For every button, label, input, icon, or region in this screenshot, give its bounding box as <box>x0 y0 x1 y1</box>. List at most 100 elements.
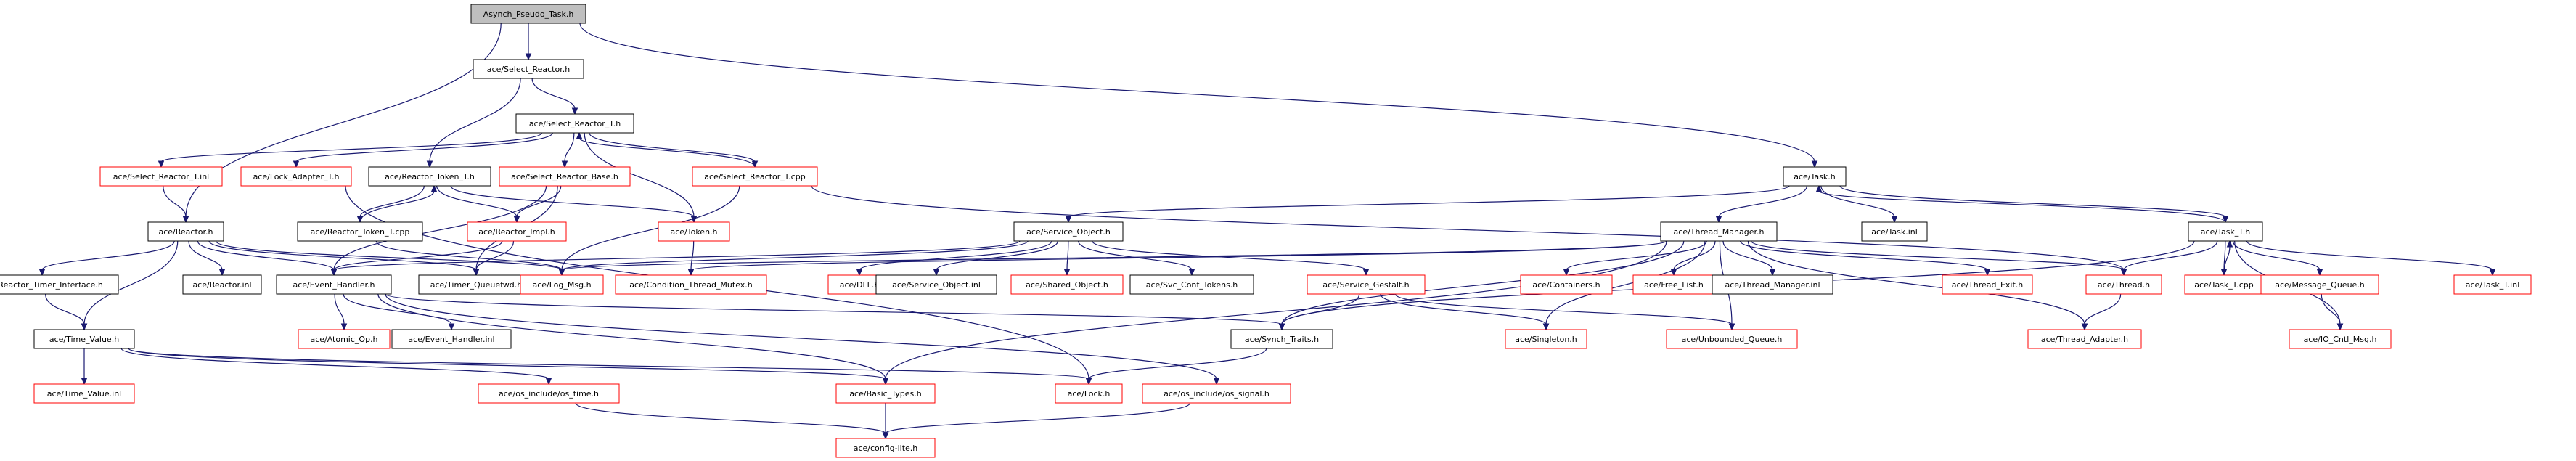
node-task-t-h[interactable]: ace/Task_T.h <box>2188 221 2263 242</box>
edge-reactor-token-t-h-to-reactor-token-t-cpp <box>356 185 425 224</box>
node-label: ace/Token.h <box>670 227 717 237</box>
edge-line <box>375 240 563 271</box>
edge-line <box>1566 240 1707 271</box>
node-label: ace/Svc_Conf_Tokens.h <box>1146 280 1238 290</box>
node-timer-queuefwd-h[interactable]: ace/Timer_Queuefwd.h <box>418 274 534 295</box>
edge-arrowhead <box>426 160 433 168</box>
node-service-object-inl[interactable]: ace/Service_Object.inl <box>875 274 997 295</box>
node-config-lite-h[interactable]: ace/config-lite.h <box>835 438 936 458</box>
edge-arrowhead <box>473 269 480 277</box>
node-io-cntl-msg-h[interactable]: ace/IO_Cntl_Msg.h <box>2289 329 2392 349</box>
node-time-value-h[interactable]: ace/Time_Value.h <box>33 329 135 349</box>
edge-line <box>1068 185 1790 218</box>
edge-select-reactor-t-h-to-select-reactor-t-cpp <box>589 132 759 168</box>
node-select-reactor-t-inl[interactable]: ace/Select_Reactor_T.inl <box>99 166 223 187</box>
edge-line <box>2123 240 2218 271</box>
node-free-list-h[interactable]: ace/Free_List.h <box>1632 274 1715 295</box>
node-log-msg-h[interactable]: ace/Log_Msg.h <box>520 274 604 295</box>
edge-select-reactor-t-h-to-select-reactor-t-inl <box>158 132 542 168</box>
node-service-object-h[interactable]: ace/Service_Object.h <box>1013 221 1124 242</box>
edge-line <box>333 240 503 271</box>
node-thread-h[interactable]: ace/Thread.h <box>2085 274 2162 295</box>
edge-line <box>450 185 695 218</box>
edge-asynch-pseudo-task-h-to-select-reactor-h <box>525 23 532 61</box>
edge-thread-manager-h-to-containers-h <box>1563 240 1707 277</box>
edge-arrowhead <box>293 160 300 168</box>
node-basic-types-h[interactable]: ace/Basic_Types.h <box>835 383 936 404</box>
node-svc-conf-tokens-h[interactable]: ace/Svc_Conf_Tokens.h <box>1129 274 1254 295</box>
edge-service-gestalt-h-to-synch-traits-h <box>1278 293 1360 331</box>
node-condition-thread-mutex-h[interactable]: ace/Condition_Thread_Mutex.h <box>615 274 767 295</box>
node-time-value-inl[interactable]: ace/Time_Value.inl <box>33 383 135 404</box>
edge-line <box>377 293 886 380</box>
node-service-gestalt-h[interactable]: ace/Service_Gestalt.h <box>1307 274 1426 295</box>
node-label: ace/Unbounded_Queue.h <box>1682 335 1783 344</box>
node-event-handler-h[interactable]: ace/Event_Handler.h <box>276 274 392 295</box>
edge-line <box>1820 185 1895 218</box>
edge-arrowhead <box>2226 240 2233 248</box>
edge-select-reactor-t-h-to-lock-adapter-t-h <box>293 132 553 168</box>
node-thread-manager-inl[interactable]: ace/Thread_Manager.inl <box>1712 274 1833 295</box>
node-select-reactor-t-h[interactable]: ace/Select_Reactor_T.h <box>515 113 634 134</box>
node-label: ace/Containers.h <box>1532 280 1600 290</box>
node-atomic-op-h[interactable]: ace/Atomic_Op.h <box>298 329 391 349</box>
edge-line <box>475 240 515 271</box>
node-reactor-impl-h[interactable]: ace/Reactor_Impl.h <box>467 221 567 242</box>
node-lock-adapter-t-h[interactable]: ace/Lock_Adapter_T.h <box>240 166 352 187</box>
node-event-handler-inl[interactable]: ace/Event_Handler.inl <box>391 329 512 349</box>
edge-line <box>1818 190 2226 223</box>
edge-arrowhead <box>2081 323 2088 331</box>
node-unbounded-queue-h[interactable]: ace/Unbounded_Queue.h <box>1666 329 1798 349</box>
edge-arrowhead <box>1362 269 1370 277</box>
node-box <box>1505 329 1587 349</box>
node-shared-object-h[interactable]: ace/Shared_Object.h <box>1010 274 1124 295</box>
node-label: ace/Thread.h <box>2098 280 2150 290</box>
edge-line <box>690 240 1667 271</box>
edge-layer <box>38 23 2496 440</box>
edge-task-t-h-to-task-h <box>1815 184 2226 223</box>
edge-task-h-to-service-object-h <box>1065 185 1790 224</box>
edge-arrowhead <box>571 107 578 115</box>
node-reactor-token-t-h[interactable]: ace/Reactor_Token_T.h <box>368 166 491 187</box>
node-asynch-pseudo-task-h[interactable]: Asynch_Pseudo_Task.h <box>470 4 586 24</box>
node-os-signal-h[interactable]: ace/os_include/os_signal.h <box>1142 383 1291 404</box>
node-lock-h[interactable]: ace/Lock.h <box>1055 383 1123 404</box>
edge-arrowhead <box>430 184 438 192</box>
edge-line <box>429 78 521 163</box>
node-message-queue-h[interactable]: ace/Message_Queue.h <box>2260 274 2379 295</box>
edge-task-t-h-to-message-queue-h <box>2232 240 2323 277</box>
node-label: ace/Service_Object.inl <box>892 280 981 290</box>
edge-service-object-h-to-event-handler-h <box>330 240 1021 277</box>
node-select-reactor-base-h[interactable]: ace/Select_Reactor_Base.h <box>499 166 631 187</box>
edge-line <box>2232 240 2321 271</box>
node-label: ace/DLL.h <box>840 280 879 290</box>
node-box <box>835 383 936 404</box>
edge-task-t-cpp-to-task-t-h <box>2223 240 2233 276</box>
node-box <box>298 329 391 349</box>
node-task-h[interactable]: ace/Task.h <box>1783 166 1847 187</box>
node-thread-adapter-h[interactable]: ace/Thread_Adapter.h <box>2027 329 2142 349</box>
node-select-reactor-t-cpp[interactable]: ace/Select_Reactor_T.cpp <box>692 166 818 187</box>
node-reactor-inl[interactable]: ace/Reactor.inl <box>182 274 262 295</box>
node-reactor-token-t-cpp[interactable]: ace/Reactor_Token_T.cpp <box>297 221 423 242</box>
node-singleton-h[interactable]: ace/Singleton.h <box>1505 329 1587 349</box>
edge-arrowhead <box>513 216 520 224</box>
node-task-inl[interactable]: ace/Task.inl <box>1861 221 1928 242</box>
node-select-reactor-h[interactable]: ace/Select_Reactor.h <box>473 59 584 79</box>
edge-line <box>1281 240 1685 325</box>
node-os-time-h[interactable]: ace/os_include/os_time.h <box>478 383 620 404</box>
node-reactor-timer-interface-h[interactable]: ace/Reactor_Timer_Interface.h <box>0 274 119 295</box>
edge-line <box>333 185 547 271</box>
node-thread-exit-h[interactable]: ace/Thread_Exit.h <box>1942 274 2033 295</box>
edge-line <box>188 240 223 271</box>
node-synch-traits-h[interactable]: ace/Synch_Traits.h <box>1230 329 1333 349</box>
node-token-h[interactable]: ace/Token.h <box>658 221 730 242</box>
node-containers-h[interactable]: ace/Containers.h <box>1520 274 1613 295</box>
edge-reactor-h-to-timer-queuefwd-h <box>208 240 480 277</box>
edge-arrowhead <box>81 378 88 385</box>
node-task-t-cpp[interactable]: ace/Task_T.cpp <box>2184 274 2264 295</box>
node-reactor-h[interactable]: ace/Reactor.h <box>147 221 224 242</box>
node-task-t-inl[interactable]: ace/Task_T.inl <box>2453 274 2532 295</box>
edge-line <box>1839 185 2226 218</box>
node-thread-manager-h[interactable]: ace/Thread_Manager.h <box>1660 221 1778 242</box>
